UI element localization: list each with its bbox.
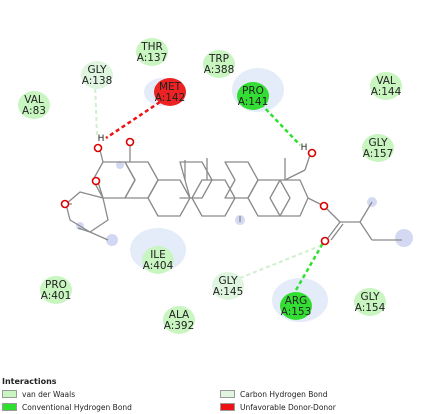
residue-disc [142, 246, 174, 274]
residue-disc [18, 91, 50, 119]
residue-layer: THRA:137GLYA:138TRPA:388META:142PROA:141… [18, 38, 402, 334]
residue-disc [237, 82, 269, 110]
unfavorable-donor-line [105, 100, 161, 140]
legend-swatch [220, 403, 235, 411]
residue-name: VAL [376, 75, 396, 87]
residue-name: MET [159, 81, 182, 93]
legend-label: Unfavorable Donor-Donor [240, 402, 336, 412]
hbond-line-pro141 [260, 103, 301, 146]
residue-name: ALA [169, 309, 190, 321]
carbon-hydrogen-bond-line-2 [239, 245, 321, 279]
legend-swatch [2, 403, 17, 411]
residue-name: GLY [360, 291, 380, 303]
residue-name: ILE [150, 249, 166, 261]
residue-name: GLY [368, 137, 388, 149]
residue-chain: A:157 [363, 148, 394, 160]
oxygen-atom [125, 137, 135, 147]
residue-name: VAL [24, 94, 44, 106]
oxygen-atom [93, 143, 103, 153]
carbon-hydrogen-bond-line [94, 81, 98, 137]
legend-swatch [2, 390, 17, 398]
legend-label: Conventional Hydrogen Bond [22, 402, 132, 412]
oxygen-atom [320, 236, 330, 246]
residue-disc [370, 72, 402, 100]
residue-chain: A:137 [137, 52, 168, 64]
residue-disc [212, 272, 244, 300]
residue-chain: A:401 [41, 290, 72, 302]
legend-title: Interactions [2, 377, 57, 386]
residue-chain: A:153 [281, 306, 312, 318]
residue-disc [362, 134, 394, 162]
hbond-line-arg153 [294, 242, 325, 291]
residue-name: PRO [45, 279, 67, 291]
oxygen-atoms [60, 137, 330, 246]
residue-chain: A:141 [238, 96, 269, 108]
interaction-lines [94, 81, 325, 291]
residue-name: THR [140, 41, 163, 53]
legend-item-carbon-hbond: Carbon Hydrogen Bond [220, 389, 328, 399]
hydrogen-label: H [301, 143, 308, 153]
oxygen-atom [319, 201, 329, 211]
legend-label: van der Waals [22, 389, 76, 399]
residue-name: PRO [242, 85, 264, 97]
residue-chain: A:142 [155, 92, 186, 104]
ligand-skeleton [65, 145, 402, 241]
residue-disc [354, 288, 386, 316]
residue-disc [203, 50, 235, 78]
residue-disc [154, 78, 186, 106]
residue-name: GLY [87, 64, 107, 76]
residue-chain: A:138 [82, 75, 113, 87]
residue-disc [280, 292, 312, 320]
legend-item-conventional-hbond: Conventional Hydrogen Bond [2, 402, 132, 412]
oxygen-atom [91, 176, 101, 186]
oxygen-atom [60, 199, 70, 209]
residue-chain: A:154 [355, 302, 386, 314]
residue-disc [40, 276, 72, 304]
residue-chain: A:404 [143, 260, 174, 272]
legend-item-van-der-waals: van der Waals [2, 389, 75, 399]
residue-chain: A:392 [164, 320, 195, 332]
legend-item-unfavorable-donor: Unfavorable Donor-Donor [220, 402, 336, 412]
atom-shadows [76, 161, 413, 247]
residue-chain: A:83 [22, 105, 46, 117]
oxygen-atom [307, 148, 317, 158]
residue-name: GLY [218, 275, 238, 287]
residue-chain: A:145 [213, 286, 244, 298]
legend-swatch [220, 390, 235, 398]
residue-disc [136, 38, 168, 66]
legend-label: Carbon Hydrogen Bond [240, 389, 328, 399]
residue-name: ARG [285, 295, 308, 307]
hydrogen-label: H [98, 134, 105, 144]
residue-chain: A:144 [371, 86, 402, 98]
residue-disc [81, 61, 113, 89]
residue-disc [163, 306, 195, 334]
residue-name: TRP [208, 53, 229, 65]
residue-chain: A:388 [204, 64, 235, 76]
